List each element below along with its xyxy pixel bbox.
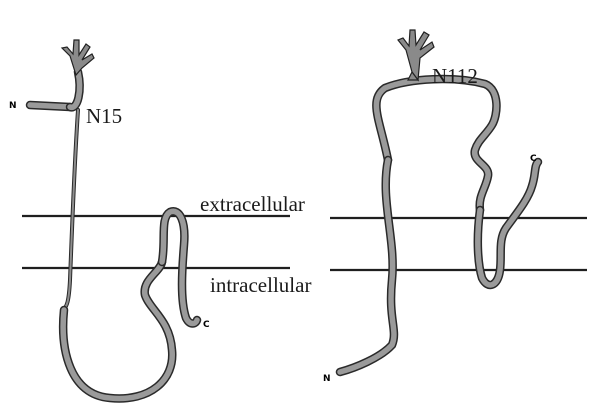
glycan-left-icon: [62, 40, 94, 75]
intracellular-label: intracellular: [210, 273, 311, 297]
n-terminus-left-label: N: [9, 101, 17, 111]
c-terminus-left-label: C: [203, 320, 210, 330]
glycan-right-icon: [398, 30, 434, 80]
glycosylation-site-right-label: N112: [432, 64, 478, 88]
n-terminus-right-label: N: [323, 374, 331, 384]
glycosylation-site-left-label: N15: [86, 104, 122, 128]
c-terminus-right-label: C: [530, 154, 537, 164]
protein-right-ribbon: [340, 79, 538, 372]
extracellular-label: extracellular: [200, 192, 305, 216]
